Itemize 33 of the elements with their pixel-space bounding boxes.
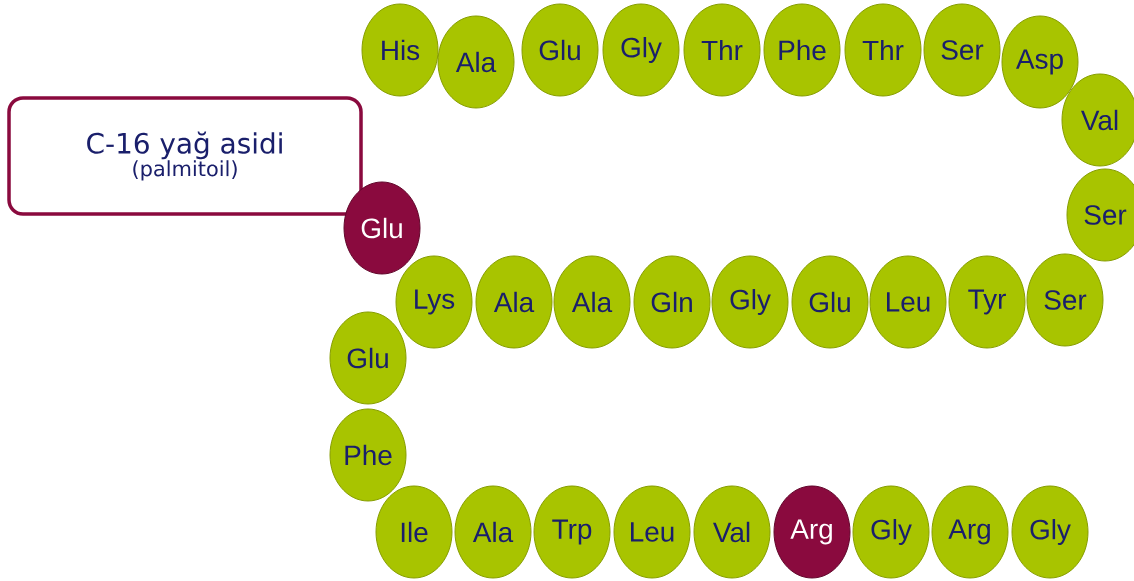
- amino-acid-bead: Glu: [521, 3, 599, 97]
- amino-acid-bead: Arg: [931, 485, 1009, 579]
- amino-acid-bead: Ser: [1066, 168, 1134, 262]
- amino-acid-bead: Leu: [869, 255, 947, 349]
- amino-acid-bead: Gly: [711, 255, 789, 349]
- amino-acid-bead: Glu: [329, 311, 407, 405]
- amino-acid-bead: Gly: [852, 485, 930, 579]
- amino-acid-bead: Asp: [1001, 15, 1079, 109]
- amino-acid-bead: Phe: [763, 3, 841, 97]
- amino-acid-bead: Ala: [454, 485, 532, 579]
- amino-acid-bead: His: [361, 3, 439, 97]
- amino-acid-bead: Gly: [602, 3, 680, 97]
- amino-acid-bead: Gly: [1011, 485, 1089, 579]
- amino-acid-bead: Ala: [553, 255, 631, 349]
- amino-acid-bead: Tyr: [948, 255, 1026, 349]
- amino-acid-bead: Phe: [329, 408, 407, 502]
- label-box: C-16 yağ asidi (palmitoil): [7, 96, 363, 216]
- amino-acid-bead: Ile: [375, 485, 453, 579]
- amino-acid-bead: Ser: [923, 3, 1001, 97]
- amino-acid-bead: Thr: [683, 3, 761, 97]
- amino-acid-bead: Ser: [1026, 253, 1104, 347]
- amino-acid-bead: Glu: [791, 255, 869, 349]
- amino-acid-bead: Thr: [844, 3, 922, 97]
- amino-acid-bead: Leu: [613, 485, 691, 579]
- amino-acid-bead: Trp: [533, 485, 611, 579]
- amino-acid-bead: Gln: [633, 255, 711, 349]
- amino-acid-bead: Lys: [395, 255, 473, 349]
- amino-acid-bead: Glu: [343, 181, 421, 275]
- amino-acid-bead: Ala: [475, 255, 553, 349]
- amino-acid-bead: Val: [1061, 73, 1134, 167]
- amino-acid-bead: Ala: [437, 15, 515, 109]
- amino-acid-bead: Val: [693, 485, 771, 579]
- amino-acid-bead: Arg: [773, 485, 851, 579]
